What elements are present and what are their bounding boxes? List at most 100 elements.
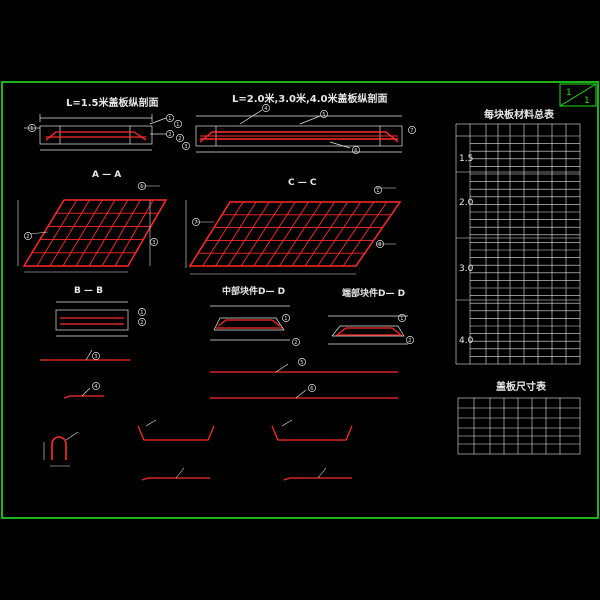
span-label-1: 1.5	[459, 154, 474, 164]
callout-circle	[262, 104, 270, 112]
callout-circle	[28, 124, 36, 132]
sheet-number: 1	[566, 88, 572, 98]
callout-circle	[176, 134, 184, 142]
rebar-line	[202, 201, 244, 267]
callout-circle	[174, 120, 182, 128]
rebar-line	[291, 201, 335, 267]
callout-number: 2	[140, 320, 143, 326]
rebar-line	[49, 199, 90, 267]
callout-circle	[150, 238, 158, 246]
rebar-line	[317, 201, 362, 267]
detail-bent-bars	[137, 419, 353, 481]
callout-number: 1	[140, 310, 143, 316]
callout-number: 2	[178, 136, 181, 142]
callout-number: 1	[176, 122, 179, 128]
callout-number: 1	[140, 184, 143, 190]
title-section-bb: B — B	[74, 286, 103, 296]
callout-circle	[408, 126, 416, 134]
rebar-line	[342, 201, 388, 267]
detail-hook	[43, 431, 79, 467]
rebar-line	[88, 199, 129, 267]
callout-number: 2	[26, 234, 29, 240]
callout-number: 4	[94, 384, 97, 390]
rebar-line	[36, 199, 78, 267]
callout-circle	[376, 240, 384, 248]
span-label-2: 2.0	[459, 198, 474, 208]
rebar-line	[330, 201, 375, 267]
section-l15-longitudinal	[24, 114, 167, 151]
callout-number: 8	[378, 242, 381, 248]
callout-circle	[320, 110, 328, 118]
callout-number: 6	[310, 386, 313, 392]
title-l234-section: L=2.0米,3.0米,4.0米盖板纵剖面	[232, 94, 388, 105]
callout-number: 2	[294, 340, 297, 346]
callout-circle	[352, 146, 360, 154]
sheet-border	[1, 81, 599, 519]
callout-circle	[24, 232, 32, 240]
callout-circle	[166, 114, 174, 122]
callout-number: 1	[30, 126, 33, 132]
callout-number: 6	[354, 148, 357, 154]
rebar-line	[279, 201, 322, 267]
callout-circle	[374, 186, 382, 194]
section-end-dd	[328, 315, 408, 345]
callout-number: 3	[184, 144, 187, 150]
table-size	[457, 397, 581, 455]
callout-number: 3	[152, 240, 155, 246]
callout-number: 4	[264, 106, 267, 112]
rebar-line	[215, 201, 257, 267]
callout-number: 5	[300, 360, 303, 366]
rebar-line	[114, 199, 154, 267]
callout-circle	[398, 314, 406, 322]
rebar-line	[240, 201, 283, 267]
callout-number: 7	[194, 220, 197, 226]
callout-circle	[138, 182, 146, 190]
callout-number: 1	[168, 116, 171, 122]
section-mid-dd	[210, 305, 398, 399]
callout-number: 2	[168, 132, 171, 138]
title-mid-dd: 中部块件D— D	[222, 287, 286, 297]
rebar-line	[304, 201, 349, 267]
span-label-4: 4.0	[459, 336, 474, 346]
section-l234-longitudinal	[195, 109, 403, 153]
callout-circle	[298, 358, 306, 366]
span-label-3: 3.0	[459, 264, 474, 274]
callout-circle	[92, 352, 100, 360]
callout-number: 1	[400, 316, 403, 322]
callout-circle	[182, 142, 190, 150]
callout-number: 1	[284, 316, 287, 322]
callout-circle	[138, 318, 146, 326]
callout-circle	[92, 382, 100, 390]
callout-number: 5	[322, 112, 325, 118]
rebar-line	[75, 199, 116, 267]
section-cc-plan	[185, 187, 402, 275]
section-bb	[40, 301, 130, 399]
callout-circle	[282, 314, 290, 322]
callout-circle	[192, 218, 200, 226]
rebar-line	[266, 201, 309, 267]
title-end-dd: 端部块件D— D	[342, 289, 406, 299]
title-size-table: 盖板尺寸表	[496, 382, 546, 393]
rebar-line	[253, 201, 296, 267]
callout-number: 3	[94, 354, 97, 360]
callout-circle	[292, 338, 300, 346]
rebar-line	[227, 201, 270, 267]
callout-circle	[308, 384, 316, 392]
title-section-cc: C — C	[288, 178, 317, 188]
callout-circle	[166, 130, 174, 138]
rebar-line	[62, 199, 103, 267]
section-aa-plan	[17, 185, 168, 273]
callout-number: 7	[410, 128, 413, 134]
callout-circle	[138, 308, 146, 316]
title-l15-section: L=1.5米盖板纵剖面	[66, 98, 159, 109]
title-section-aa: A — A	[92, 170, 122, 180]
title-material-table: 每块板材料总表	[484, 110, 554, 121]
sheet-total: 1	[584, 96, 590, 106]
table-material	[455, 123, 581, 365]
callout-number: 1	[376, 188, 379, 194]
callout-circle	[406, 336, 414, 344]
rebar-line	[101, 199, 141, 267]
sheet-index-box: 1 1	[559, 83, 597, 107]
